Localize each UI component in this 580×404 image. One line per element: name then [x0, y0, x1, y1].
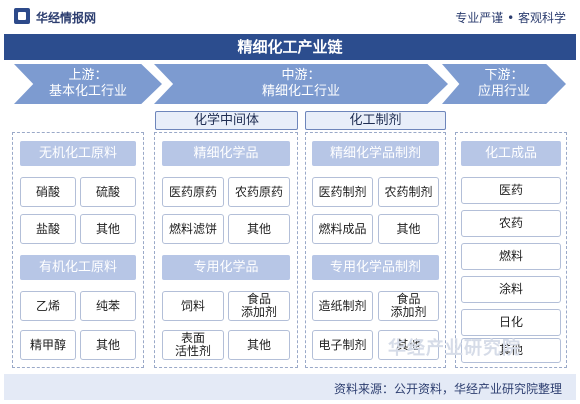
item-box: 硝酸 [20, 177, 76, 207]
source-note: 资料来源：公开资料，华经产业研究院整理 [333, 382, 562, 396]
item-box: 燃料成品 [312, 214, 373, 244]
stage-midstream: 中游： 精细化工行业 [154, 64, 448, 104]
item-box: 其他 [80, 214, 136, 244]
stage-midstream-line1: 中游： [281, 68, 321, 83]
stage-downstream-line1: 下游： [484, 68, 524, 83]
stage-midstream-line2: 精细化工行业 [261, 84, 340, 99]
tab-intermediate: 化学中间体 [155, 111, 298, 130]
stage-upstream: 上游： 基本化工行业 [14, 64, 162, 104]
item-box: 表面 活性剂 [162, 330, 224, 360]
watermark: 华经产业研究院 [388, 338, 521, 359]
item-box: 饲料 [162, 291, 224, 321]
item-box: 医药原药 [162, 177, 224, 207]
item-box: 精甲醇 [20, 330, 76, 360]
item-box: 乙烯 [20, 291, 76, 321]
item-box: 农药原药 [228, 177, 290, 207]
item-box: 涂料 [461, 276, 561, 303]
header-organic: 有机化工原料 [20, 255, 136, 280]
item-box: 硫酸 [80, 177, 136, 207]
header-chemical-products: 化工成品 [461, 141, 561, 166]
tab-formulation: 化工制剂 [305, 111, 446, 130]
column-upstream: 无机化工原料 硝酸 硫酸 盐酸 其他 有机化工原料 乙烯 纯苯 精甲醇 其他 [12, 132, 144, 368]
item-box: 食品 添加剂 [378, 291, 439, 321]
header-inorganic: 无机化工原料 [20, 141, 136, 166]
column-formulation: 精细化学品制剂 医药制剂 农药制剂 燃料成品 其他 专用化学品制剂 造纸制剂 食… [305, 132, 446, 368]
item-line: 食品 添加剂 [390, 292, 427, 319]
item-line: 表面 活性剂 [174, 331, 211, 358]
stage-downstream-line2: 应用行业 [477, 84, 530, 99]
item-line: 食品 添加剂 [240, 292, 277, 319]
item-box: 医药制剂 [312, 177, 373, 207]
slogan: 专业严谨 • 客观科学 [455, 11, 566, 25]
stage-upstream-line1: 上游： [68, 68, 108, 83]
top-bar: 华经情报网 专业严谨 • 客观科学 [0, 0, 580, 32]
item-box: 燃料滤饼 [162, 214, 224, 244]
item-box: 其他 [461, 338, 561, 363]
item-box: 其他 [378, 330, 439, 360]
item-box: 其他 [378, 214, 439, 244]
column-intermediate: 精细化学品 医药原药 农药原药 燃料滤饼 其他 专用化学品 饲料 食品 添加剂 … [154, 132, 298, 368]
header-special-formulations: 专用化学品制剂 [312, 255, 439, 280]
item-box: 盐酸 [20, 214, 76, 244]
stage-downstream: 下游： 应用行业 [442, 64, 566, 104]
column-downstream: 化工成品 医药 农药 燃料 涂料 日化 其他 [455, 132, 567, 368]
item-box: 农药 [461, 210, 561, 237]
header-fine-chemicals: 精细化学品 [162, 141, 290, 166]
item-box: 日化 [461, 309, 561, 336]
brand-name: 华经情报网 [36, 11, 97, 25]
header-fine-formulations: 精细化学品制剂 [312, 141, 439, 166]
item-box: 燃料 [461, 243, 561, 270]
diagram-title: 精细化工产业链 [4, 34, 576, 60]
item-box: 造纸制剂 [312, 291, 373, 321]
header-special-chemicals: 专用化学品 [162, 255, 290, 280]
brand-logo-icon [14, 8, 30, 24]
item-box: 其他 [228, 330, 290, 360]
footer-bar: 资料来源：公开资料，华经产业研究院整理 [4, 374, 576, 400]
item-box: 电子制剂 [312, 330, 373, 360]
item-box: 纯苯 [80, 291, 136, 321]
stage-upstream-line2: 基本化工行业 [48, 84, 127, 99]
item-box: 其他 [80, 330, 136, 360]
item-box: 农药制剂 [378, 177, 439, 207]
item-box: 其他 [228, 214, 290, 244]
item-box: 食品 添加剂 [228, 291, 290, 321]
item-box: 医药 [461, 177, 561, 204]
